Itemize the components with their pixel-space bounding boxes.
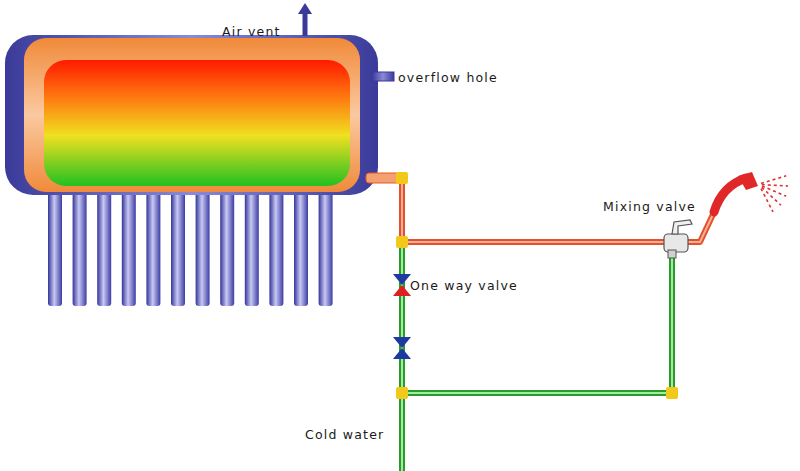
valve-label: One way valve <box>410 278 518 293</box>
cold-water-label: Cold water <box>305 427 384 442</box>
water-spray <box>762 185 788 186</box>
air-vent-arrow <box>298 3 312 14</box>
air-vent-pipe <box>303 12 308 36</box>
vacuum-tube <box>73 186 87 306</box>
water-spray <box>761 176 786 184</box>
air-vent-label: Air vent <box>222 24 281 39</box>
cold-pipe <box>402 246 672 471</box>
vacuum-tube <box>48 186 62 306</box>
water-spray <box>762 186 786 196</box>
shower-head <box>714 172 788 212</box>
mixing-valve <box>664 220 692 258</box>
vacuum-tube <box>245 186 259 306</box>
vacuum-tube <box>146 186 160 306</box>
vacuum-tube <box>97 186 111 306</box>
vacuum-tube <box>196 186 210 306</box>
vacuum-tube <box>220 186 234 306</box>
overflow-label: overflow hole <box>398 70 498 85</box>
vacuum-tube <box>122 186 136 306</box>
hot-pipe <box>396 178 716 242</box>
tank-end-caps <box>5 35 378 195</box>
overflow-pipe <box>372 72 394 81</box>
vacuum-tube <box>171 186 185 306</box>
one-way-valve <box>393 274 411 296</box>
tank-shell <box>24 38 360 192</box>
vacuum-tube <box>294 186 308 306</box>
vacuum-tubes <box>48 186 333 306</box>
stop-valve <box>393 337 411 359</box>
tank-water <box>44 60 350 186</box>
vacuum-tube <box>269 186 283 306</box>
hot-outlet <box>366 173 400 183</box>
mixing-valve-label: Mixing valve <box>603 199 696 214</box>
vacuum-tube <box>319 186 333 306</box>
water-spray <box>761 189 773 212</box>
